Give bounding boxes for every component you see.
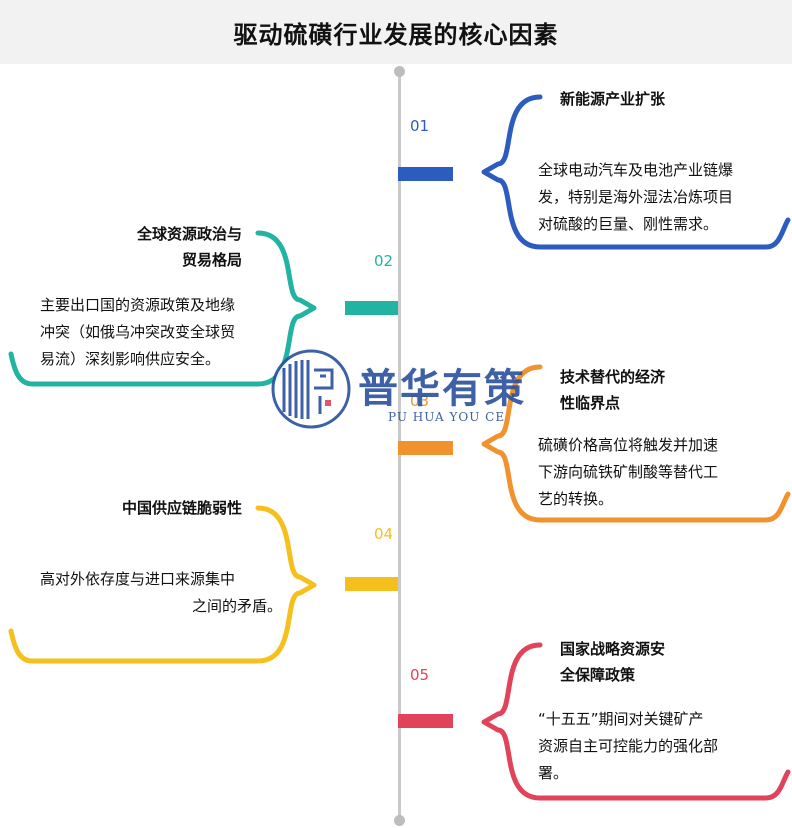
item-number-02: 02 <box>374 252 394 270</box>
heading-line: 贸易格局 <box>181 251 242 269</box>
body-line: “十五五”期间对关键矿产 <box>538 710 704 728</box>
item-body-04: 高对外依存度与进口来源集中 之间的矛盾。 <box>40 566 282 620</box>
watermark: 普华有策 PU HUA YOU CE <box>270 348 530 438</box>
axis-bottom-cap <box>394 815 405 826</box>
body-line: 易流）深刻影响供应安全。 <box>40 350 221 368</box>
item-body-05: “十五五”期间对关键矿产 资源自主可控能力的强化部 署。 <box>538 706 718 787</box>
title-bar: 驱动硫磺行业发展的核心因素 <box>0 0 792 64</box>
item-body-01: 全球电动汽车及电池产业链爆 发，特别是海外湿法冶炼项目 对硫酸的巨量、刚性需求。 <box>538 157 733 238</box>
heading-line: 技术替代的经济 <box>560 368 666 386</box>
item-heading-01: 新能源产业扩张 <box>560 86 665 112</box>
body-line: 硫磺价格高位将触发并加速 <box>538 436 719 454</box>
brace-04 <box>8 505 317 664</box>
heading-line: 全球资源政治与 <box>136 225 242 243</box>
heading-line: 全保障政策 <box>560 666 636 684</box>
body-line: 高对外依存度与进口来源集中 <box>40 570 236 588</box>
body-line: 主要出口国的资源政策及地缘 <box>40 296 236 314</box>
item-number-01: 01 <box>410 117 430 135</box>
item-heading-04: 中国供应链脆弱性 <box>92 495 242 521</box>
body-line: 署。 <box>538 764 569 782</box>
item-number-03: 03 <box>410 392 430 410</box>
heading-line: 新能源产业扩张 <box>560 90 666 108</box>
page-title: 驱动硫磺行业发展的核心因素 <box>233 20 559 49</box>
brace-02 <box>8 230 317 387</box>
body-line: 之间的矛盾。 <box>192 597 283 615</box>
body-line: 发，特别是海外湿法冶炼项目 <box>538 188 734 206</box>
item-heading-05: 国家战略资源安 全保障政策 <box>560 636 665 688</box>
brace-05 <box>481 642 791 801</box>
body-line: 全球电动汽车及电池产业链爆 <box>538 161 734 179</box>
axis-top-cap <box>394 66 405 77</box>
item-number-04: 04 <box>374 525 394 543</box>
heading-line: 中国供应链脆弱性 <box>121 499 242 517</box>
marker-04 <box>345 577 398 591</box>
body-line: 冲突（如俄乌冲突改变全球贸 <box>40 323 236 341</box>
brace-03 <box>481 364 791 523</box>
item-body-02: 主要出口国的资源政策及地缘 冲突（如俄乌冲突改变全球贸 易流）深刻影响供应安全。 <box>40 292 235 373</box>
marker-03 <box>398 441 453 455</box>
body-line: 艺的转换。 <box>538 490 614 508</box>
body-line: 对硫酸的巨量、刚性需求。 <box>538 215 719 233</box>
puhua-logo-icon <box>271 349 351 429</box>
watermark-subtext: PU HUA YOU CE <box>388 410 506 424</box>
brace-01 <box>481 94 791 250</box>
item-body-03: 硫磺价格高位将触发并加速 下游向硫铁矿制酸等替代工 艺的转换。 <box>538 432 718 513</box>
watermark-text: 普华有策 <box>358 366 526 412</box>
body-line: 下游向硫铁矿制酸等替代工 <box>538 463 719 481</box>
heading-line: 国家战略资源安 <box>560 640 666 658</box>
heading-line: 性临界点 <box>560 394 621 412</box>
body-line: 资源自主可控能力的强化部 <box>538 737 719 755</box>
item-heading-02: 全球资源政治与 贸易格局 <box>120 221 242 273</box>
marker-01 <box>398 167 453 181</box>
marker-02 <box>345 301 398 315</box>
item-heading-03: 技术替代的经济 性临界点 <box>560 364 665 416</box>
marker-05 <box>398 714 453 728</box>
item-number-05: 05 <box>410 666 430 684</box>
